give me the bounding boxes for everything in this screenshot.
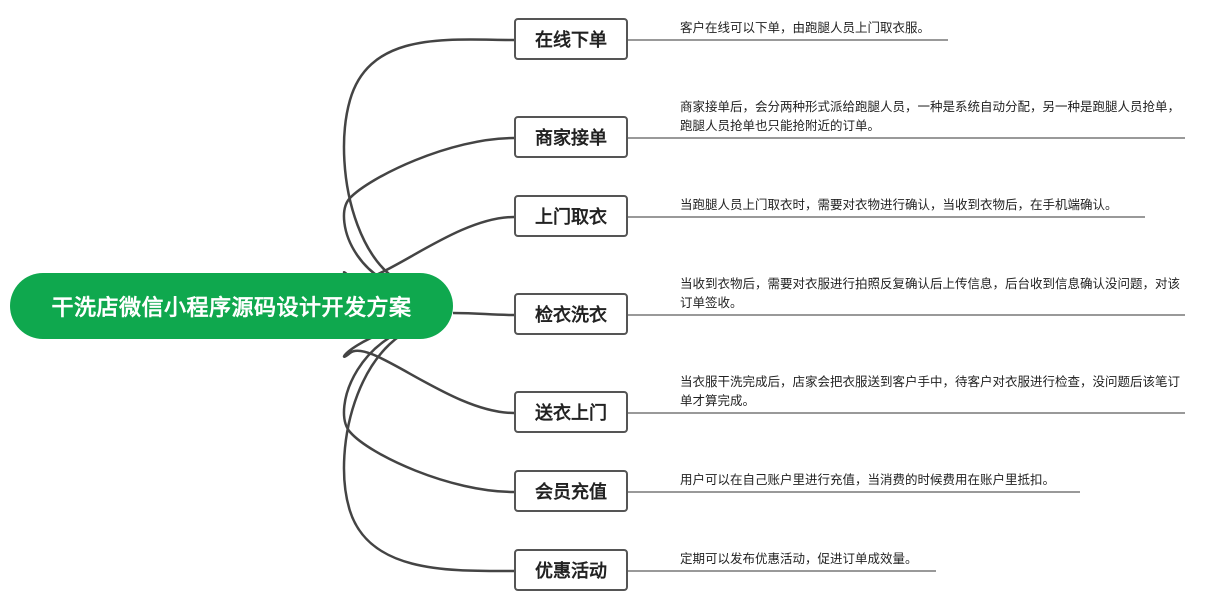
branch-detail-merchant-accept: 商家接单后，会分两种形式派给跑腿人员，一种是系统自动分配，另一种是跑腿人员抢单，… <box>680 99 1181 133</box>
branch-connector <box>452 311 515 317</box>
branch-detail-member-topup: 用户可以在自己账户里进行充值，当消费的时候费用在账户里抵扣。 <box>680 472 1056 487</box>
branch-node-inspect-wash: 检衣洗衣 <box>514 293 628 335</box>
branch-node-delivery: 送衣上门 <box>514 391 628 433</box>
branch-node-online-order: 在线下单 <box>514 18 628 60</box>
branch-detail-delivery: 当衣服干洗完成后，店家会把衣服送到客户手中，待客户对衣服进行检查，没问题后该笔订… <box>680 374 1181 408</box>
root-topic: 干洗店微信小程序源码设计开发方案 <box>10 273 453 339</box>
branch-connector <box>342 136 515 293</box>
branch-detail-inspect-wash: 当收到衣物后，需要对衣服进行拍照反复确认后上传信息，后台收到信息确认没问题，对该… <box>680 276 1181 310</box>
branch-detail-pickup: 当跑腿人员上门取衣时，需要对衣物进行确认，当收到衣物后，在手机端确认。 <box>680 197 1118 212</box>
branch-detail-promotion: 定期可以发布优惠活动，促进订单成效量。 <box>680 551 918 566</box>
branch-node-merchant-accept: 商家接单 <box>514 116 628 158</box>
branch-node-member-topup: 会员充值 <box>514 470 628 512</box>
branch-node-promotion: 优惠活动 <box>514 549 628 591</box>
branch-connector <box>342 38 515 292</box>
branch-connector <box>342 320 515 494</box>
branch-detail-online-order: 客户在线可以下单，由跑腿人员上门取衣服。 <box>680 20 931 35</box>
detail-underline-group <box>628 39 1185 572</box>
branch-node-pickup: 上门取衣 <box>514 195 628 237</box>
branch-connector <box>342 320 515 573</box>
